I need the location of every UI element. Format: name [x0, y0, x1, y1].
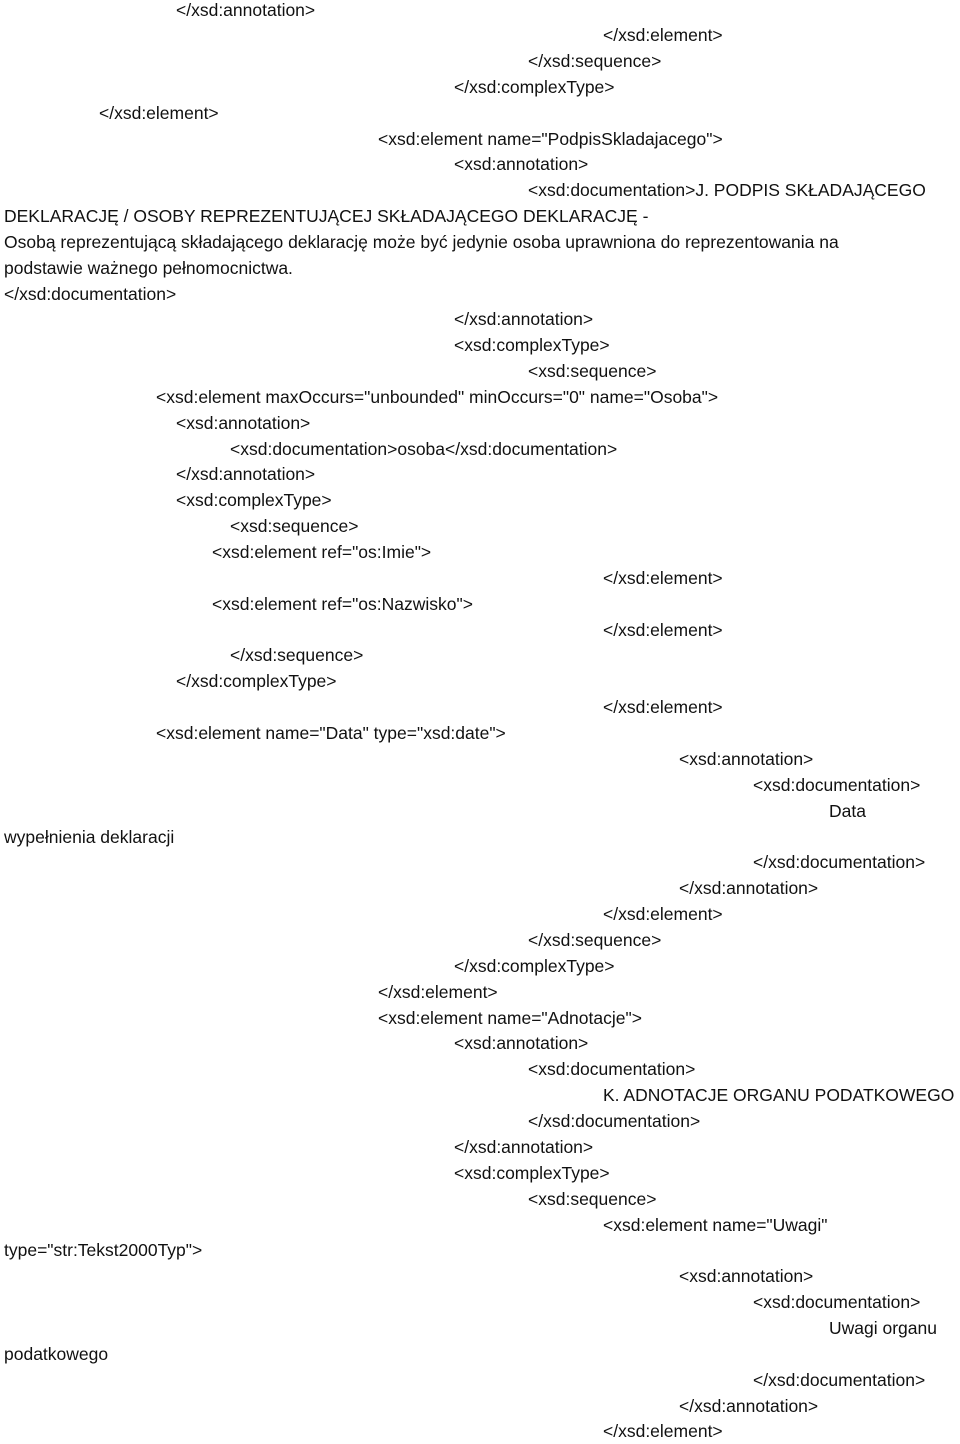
text-line: <xsd:annotation>: [454, 1033, 589, 1053]
text-line: <xsd:element maxOccurs="unbounded" minOc…: [156, 387, 719, 407]
text-line: </xsd:element>: [603, 697, 723, 717]
text-line: </xsd:element>: [603, 568, 723, 588]
text-line: <xsd:documentation>: [753, 1292, 921, 1312]
text-line: </xsd:sequence>: [230, 645, 364, 665]
text-line: <xsd:annotation>: [679, 1266, 814, 1286]
text-line: </xsd:complexType>: [454, 956, 615, 976]
text-line: </xsd:documentation>: [753, 1370, 926, 1390]
text-line: podstawie ważnego pełnomocnictwa.: [4, 258, 293, 278]
text-line: </xsd:sequence>: [528, 930, 662, 950]
text-line: </xsd:complexType>: [454, 77, 615, 97]
text-line: <xsd:element name="PodpisSkladajacego">: [378, 129, 723, 149]
text-line: </xsd:element>: [99, 103, 219, 123]
text-line: <xsd:annotation>: [679, 749, 814, 769]
text-line: <xsd:element ref="os:Imie">: [212, 542, 432, 562]
text-line: wypełnienia deklaracji: [4, 827, 175, 847]
text-line: DEKLARACJĘ / OSOBY REPREZENTUJĄCEJ SKŁAD…: [4, 206, 649, 226]
text-line: Uwagi organu: [829, 1318, 937, 1338]
text-line: <xsd:complexType>: [454, 335, 610, 355]
text-line: <xsd:element name="Adnotacje">: [378, 1008, 642, 1028]
text-line: </xsd:element>: [603, 1421, 723, 1441]
text-line: </xsd:documentation>: [528, 1111, 701, 1131]
text-line: </xsd:annotation>: [454, 309, 594, 329]
text-line: <xsd:documentation>: [528, 1059, 696, 1079]
text-line: </xsd:documentation>: [753, 852, 926, 872]
text-line: </xsd:annotation>: [679, 878, 819, 898]
text-line: <xsd:annotation>: [176, 413, 311, 433]
text-line: <xsd:annotation>: [454, 154, 589, 174]
text-line: <xsd:complexType>: [176, 490, 332, 510]
text-line: <xsd:sequence>: [528, 361, 657, 381]
text-line: <xsd:element ref="os:Nazwisko">: [212, 594, 473, 614]
text-line: </xsd:annotation>: [176, 0, 316, 20]
text-line: </xsd:annotation>: [454, 1137, 594, 1157]
text-line: Osobą reprezentującą składającego deklar…: [4, 232, 839, 252]
text-line: <xsd:element name="Data" type="xsd:date"…: [156, 723, 506, 743]
text-line: <xsd:sequence>: [230, 516, 359, 536]
text-line: <xsd:sequence>: [528, 1189, 657, 1209]
text-line: <xsd:documentation>J. PODPIS SKŁADAJĄCEG…: [528, 180, 926, 200]
text-line: </xsd:element>: [603, 904, 723, 924]
text-line: K. ADNOTACJE ORGANU PODATKOWEGO: [603, 1085, 955, 1105]
text-line: <xsd:element name="Uwagi": [603, 1215, 828, 1235]
text-line: podatkowego: [4, 1344, 109, 1364]
text-line: </xsd:complexType>: [176, 671, 337, 691]
text-line: <xsd:documentation>: [753, 775, 921, 795]
text-line: </xsd:element>: [378, 982, 498, 1002]
text-line: </xsd:element>: [603, 25, 723, 45]
text-line: Data: [829, 801, 866, 821]
text-line: </xsd:documentation>: [4, 284, 177, 304]
text-line: </xsd:annotation>: [679, 1396, 819, 1416]
text-line: </xsd:annotation>: [176, 464, 316, 484]
text-line: </xsd:element>: [603, 620, 723, 640]
text-line: </xsd:sequence>: [528, 51, 662, 71]
text-line: <xsd:complexType>: [454, 1163, 610, 1183]
text-line: <xsd:documentation>osoba</xsd:documentat…: [230, 439, 618, 459]
text-line: type="str:Tekst2000Typ">: [4, 1240, 203, 1260]
